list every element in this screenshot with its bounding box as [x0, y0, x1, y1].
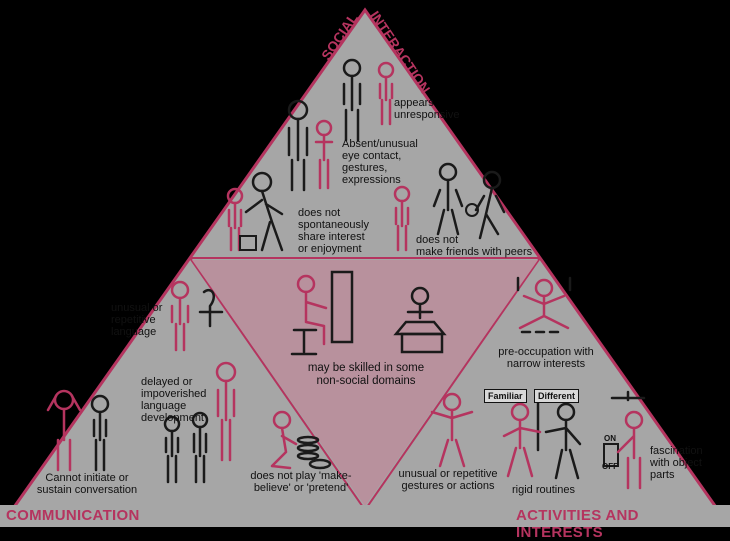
sign-different: Different	[534, 389, 580, 403]
computer-terminal	[290, 270, 354, 356]
figure-child-not-sharing	[226, 187, 244, 252]
label-non-social-skills: may be skilled in some non-social domain…	[307, 362, 425, 387]
switch-label-off: OFF	[602, 462, 618, 471]
center-triangle	[192, 260, 538, 506]
switch-label-on: ON	[604, 434, 616, 443]
figure-kneeling-child	[270, 410, 298, 470]
label-eye-contact: Absent/unusual eye contact, gestures, ex…	[342, 138, 418, 186]
figure-routine-child	[502, 402, 542, 478]
ball	[465, 203, 479, 217]
figure-computer-user	[296, 274, 328, 346]
model-house	[393, 320, 447, 354]
figure-child-eye-contact	[314, 119, 334, 190]
figure-peer-one	[432, 162, 464, 236]
figure-seated-preoccupied	[518, 278, 570, 330]
narrow-interest-objects	[516, 276, 572, 334]
autism-triad-diagram	[0, 7, 730, 527]
figure-child-alone	[393, 185, 411, 252]
stacked-plates	[296, 435, 332, 470]
label-fascination: fascination with object parts	[650, 445, 703, 481]
figure-adult-tall	[215, 361, 237, 462]
sign-familiar: Familiar	[484, 389, 527, 403]
domain-label-communication: COMMUNICATION	[6, 507, 140, 524]
box-toy	[239, 235, 257, 251]
label-unusual-language: unusual or repetitive language	[111, 302, 163, 338]
figure-repetitive-gestures	[430, 392, 474, 468]
parrot-on-perch	[198, 289, 224, 328]
label-appears-unresponsive: appears unresponsive	[394, 97, 460, 121]
figure-peer-two	[474, 170, 506, 240]
label-pretend-play: does not play 'make- believe' or 'preten…	[250, 470, 352, 494]
bottom-band	[0, 505, 730, 527]
label-preoccupation: pre-occupation with narrow interests	[498, 346, 594, 370]
label-repetitive-gestures: unusual or repetitive gestures or action…	[398, 468, 498, 492]
figure-child-listening-one	[163, 415, 181, 484]
figure-language-child	[170, 280, 190, 352]
label-conversation: Cannot initiate or sustain conversation	[36, 472, 138, 496]
figure-model-builder	[406, 286, 434, 320]
label-share-interest: does not spontaneously share interest or…	[298, 207, 369, 255]
figure-adult-standing	[342, 58, 362, 142]
domain-label-activities: ACTIVITIES AND INTERESTS	[516, 507, 639, 541]
figure-adult-eye-contact	[287, 99, 309, 192]
figure-hands-on-head	[46, 389, 82, 472]
figure-conversation-partner	[90, 394, 110, 472]
divider-right	[364, 257, 541, 511]
lamp-pole	[610, 390, 646, 402]
figure-child-looking-away	[377, 61, 395, 126]
label-make-friends: does not make friends with peers	[416, 234, 533, 258]
divider-left	[189, 257, 366, 511]
figure-adult-bending	[244, 171, 284, 252]
figure-fascinated	[616, 410, 644, 490]
figure-child-listening-two	[191, 411, 209, 484]
label-rigid-routines: rigid routines	[512, 484, 575, 496]
label-delayed-language: delayed or impoverished language develop…	[141, 376, 207, 424]
light-switch	[603, 443, 619, 467]
figure-routine-adult	[544, 402, 582, 480]
